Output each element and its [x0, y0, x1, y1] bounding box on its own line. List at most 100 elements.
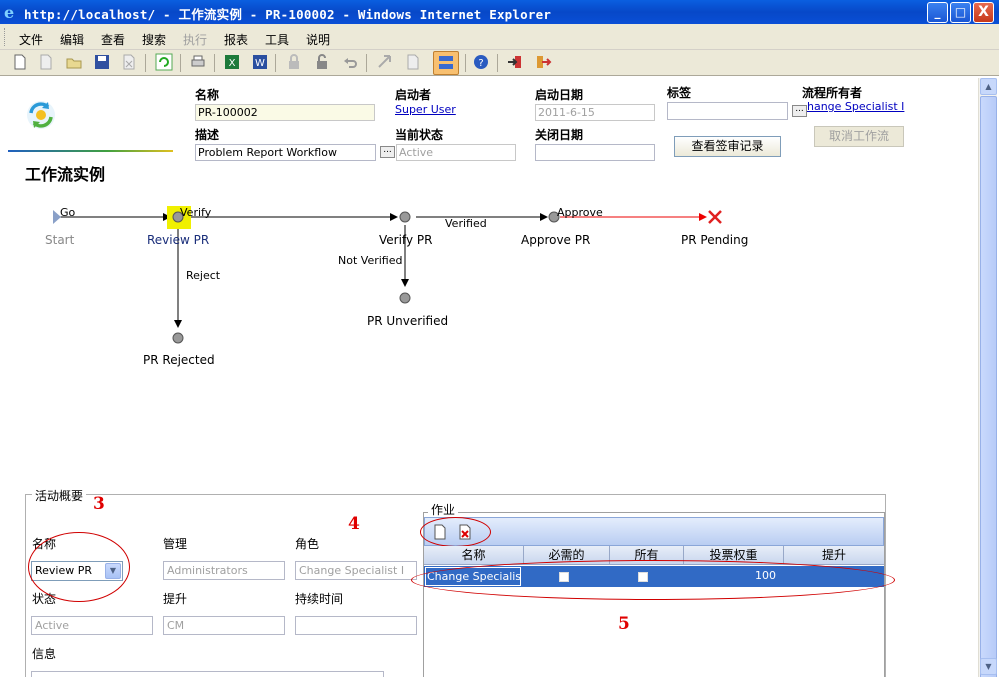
menu-file[interactable]: 文件 [19, 33, 44, 47]
current-state-field: Active [396, 144, 516, 161]
tag-label: 标签 [667, 86, 692, 100]
duration-label: 持续时间 [295, 592, 344, 606]
scroll-up-arrow[interactable]: ▲ [980, 78, 997, 95]
login-icon[interactable] [506, 53, 524, 71]
maximize-button[interactable]: □ [950, 2, 971, 23]
toolbar-separator [465, 54, 466, 72]
cancel-workflow-button[interactable]: 取消工作流 [814, 126, 904, 147]
review-pr-node[interactable] [172, 211, 184, 223]
node-label-review-pr[interactable]: Review PR [147, 233, 210, 247]
workflow-logo-icon [27, 101, 55, 129]
owner-link[interactable]: hange Specialist I [807, 100, 905, 113]
role-field: Change Specialist I [295, 561, 417, 580]
toolbar-separator [214, 54, 215, 72]
menu-edit[interactable]: 编辑 [60, 33, 85, 47]
annotation-ellipse-toolbar [420, 517, 491, 547]
unlock-icon[interactable] [313, 53, 331, 71]
column-required[interactable]: 必需的 [524, 546, 610, 565]
edge-label-approve: Approve [557, 206, 603, 219]
menu-tools[interactable]: 工具 [265, 33, 290, 47]
name-field[interactable]: PR-100002 [195, 104, 375, 121]
menu-view[interactable]: 查看 [101, 33, 126, 47]
annotation-3: 3 [93, 494, 105, 514]
send-disabled-icon[interactable] [376, 53, 394, 71]
title-bar: e http://localhost/ - 工作流实例 - PR-100002 … [0, 0, 999, 24]
tag-field[interactable] [667, 102, 788, 120]
undo-icon[interactable] [341, 53, 359, 71]
current-state-label: 当前状态 [395, 128, 444, 142]
logout-icon[interactable] [534, 53, 552, 71]
pr-rejected-node[interactable] [172, 332, 184, 344]
start-date-label: 启动日期 [535, 88, 584, 102]
lock-disabled-icon[interactable] [285, 53, 303, 71]
close-button[interactable]: X [973, 2, 994, 23]
pr-unverified-node[interactable] [399, 292, 411, 304]
toolbar-separator [366, 54, 367, 72]
column-escalate[interactable]: 提升 [821, 548, 846, 562]
menu-execute[interactable]: 执行 [183, 33, 208, 47]
column-vote-weight[interactable]: 投票权重 [684, 546, 784, 565]
description-label: 描述 [195, 128, 220, 142]
toolbar: X W ? [0, 50, 999, 76]
column-all[interactable]: 所有 [610, 546, 684, 565]
toolbar-separator [145, 54, 146, 72]
svg-text:?: ? [478, 58, 483, 69]
save-icon[interactable] [93, 53, 111, 71]
jobs-legend: 作业 [428, 501, 459, 518]
refresh-icon[interactable] [155, 53, 173, 71]
print-icon[interactable] [189, 53, 207, 71]
duration-field[interactable] [295, 616, 417, 635]
escalate-field: CM [163, 616, 285, 635]
workflow-view-button[interactable] [433, 51, 459, 75]
vertical-scrollbar[interactable]: ▲ ▼ [978, 78, 997, 677]
manage-label: 管理 [163, 537, 188, 551]
view-signoff-button[interactable]: 查看签审记录 [674, 136, 781, 157]
info-field[interactable] [31, 671, 384, 677]
starter-label: 启动者 [395, 88, 432, 102]
help-icon[interactable]: ? [472, 53, 490, 71]
jobs-panel [423, 512, 885, 677]
excel-icon[interactable]: X [223, 53, 241, 71]
description-field[interactable]: Problem Report Workflow [195, 144, 376, 161]
edge-label-go: Go [60, 206, 76, 219]
starter-link[interactable]: Super User [395, 103, 456, 116]
annotation-ellipse-row [411, 560, 895, 600]
menu-reports[interactable]: 报表 [224, 33, 249, 47]
status-field: Active [31, 616, 153, 635]
node-label-pr-unverified[interactable]: PR Unverified [367, 314, 449, 328]
verify-pr-node[interactable] [399, 211, 411, 223]
menu-help[interactable]: 说明 [306, 33, 331, 47]
new-disabled-icon[interactable] [37, 53, 55, 71]
node-label-pr-rejected[interactable]: PR Rejected [143, 353, 215, 367]
close-date-field[interactable] [535, 144, 655, 161]
description-browse-button[interactable]: ... [380, 146, 395, 158]
delete-disabled-icon[interactable] [120, 53, 138, 71]
toolbar-separator [497, 54, 498, 72]
node-label-approve-pr[interactable]: Approve PR [521, 233, 591, 247]
node-label-pr-pending[interactable]: PR Pending [681, 233, 749, 247]
activity-summary-legend: 活动概要 [32, 487, 87, 504]
workflow-edges [53, 206, 722, 344]
pr-pending-end-node[interactable] [708, 210, 722, 224]
scroll-down-arrow[interactable]: ▼ [980, 658, 997, 675]
annotation-5: 5 [618, 614, 630, 634]
column-name[interactable]: 名称 [424, 546, 524, 565]
word-icon[interactable]: W [251, 53, 269, 71]
open-folder-icon[interactable] [65, 53, 83, 71]
new-icon[interactable] [11, 53, 29, 71]
scroll-thumb[interactable] [980, 96, 997, 677]
menu-search[interactable]: 搜索 [142, 33, 167, 47]
approve-pr-node[interactable] [548, 211, 560, 223]
start-date-field: 2011-6-15 [535, 104, 655, 121]
attach-disabled-icon[interactable] [404, 53, 422, 71]
toolbar-separator [275, 54, 276, 72]
annotation-ellipse-name [28, 532, 130, 602]
node-label-verify-pr[interactable]: Verify PR [379, 233, 433, 247]
start-node[interactable] [53, 210, 61, 224]
edge-label-not-verified: Not Verified [338, 254, 403, 267]
owner-browse-button[interactable]: ... [792, 105, 807, 117]
edge-label-reject: Reject [186, 269, 221, 282]
minimize-button[interactable]: _ [927, 2, 948, 23]
svg-text:W: W [255, 58, 265, 69]
owner-label: 流程所有者 [802, 86, 863, 100]
